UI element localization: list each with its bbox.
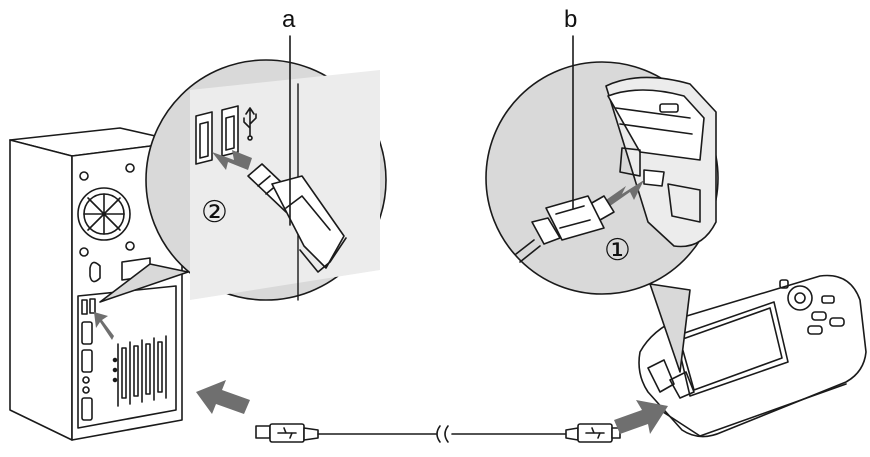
- expansion-slots: [112, 335, 167, 407]
- zoom-callout-computer: [99, 59, 387, 303]
- step-2-marker: ②: [201, 196, 228, 229]
- arrow-to-computer-icon: [196, 380, 250, 414]
- fan-grille: [77, 163, 135, 257]
- usb-mini-b-plug: [515, 195, 615, 263]
- label-a: a: [282, 6, 296, 33]
- label-b: b: [564, 6, 578, 33]
- zoom-usb-ports: [195, 105, 239, 165]
- usb-cable: [255, 423, 621, 443]
- step-1-marker: ①: [604, 234, 631, 267]
- zoom-callout-device: [485, 61, 719, 373]
- arrow-to-device-icon: [614, 400, 668, 434]
- usb-symbol-icon: [243, 107, 257, 141]
- portable-device: [638, 274, 867, 438]
